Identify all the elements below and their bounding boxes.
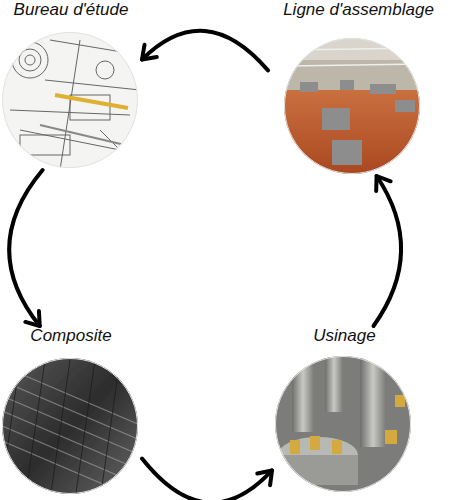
arrow-line [374, 176, 402, 326]
circle-border [276, 357, 411, 492]
circle-outline [275, 356, 411, 492]
assembly-line-photo [280, 36, 426, 180]
process-circle: Bureau d'étude [0, 0, 142, 170]
process-circle: Ligne d'assemblage [268, 0, 449, 176]
curved-arrow [374, 176, 402, 326]
curved-arrow [9, 170, 42, 326]
composite-photo [0, 355, 140, 500]
machining-photo [270, 350, 420, 500]
arrow-line [142, 31, 268, 71]
arrow-head [257, 470, 272, 485]
process-circle: Usinage [272, 326, 417, 494]
arrow-head [376, 176, 390, 191]
node-label: Ligne d'assemblage [268, 0, 449, 20]
drawing-photo [0, 30, 140, 170]
circle-outline [2, 32, 138, 168]
curved-arrow [142, 31, 268, 71]
circle-outline [284, 38, 420, 174]
circle-border [285, 39, 420, 174]
node-label: Usinage [272, 326, 417, 346]
arrow-head [25, 311, 39, 326]
circle-border [3, 359, 138, 494]
node-label: Bureau d'étude [0, 0, 142, 20]
arrow-line [9, 170, 42, 326]
node-label: Composite [0, 326, 142, 346]
circle-outline [2, 358, 138, 494]
curved-arrow [142, 459, 272, 500]
circle-border [3, 33, 138, 168]
arrow-head [142, 45, 157, 60]
process-circle: Composite [0, 326, 142, 496]
arrow-line [142, 459, 272, 500]
